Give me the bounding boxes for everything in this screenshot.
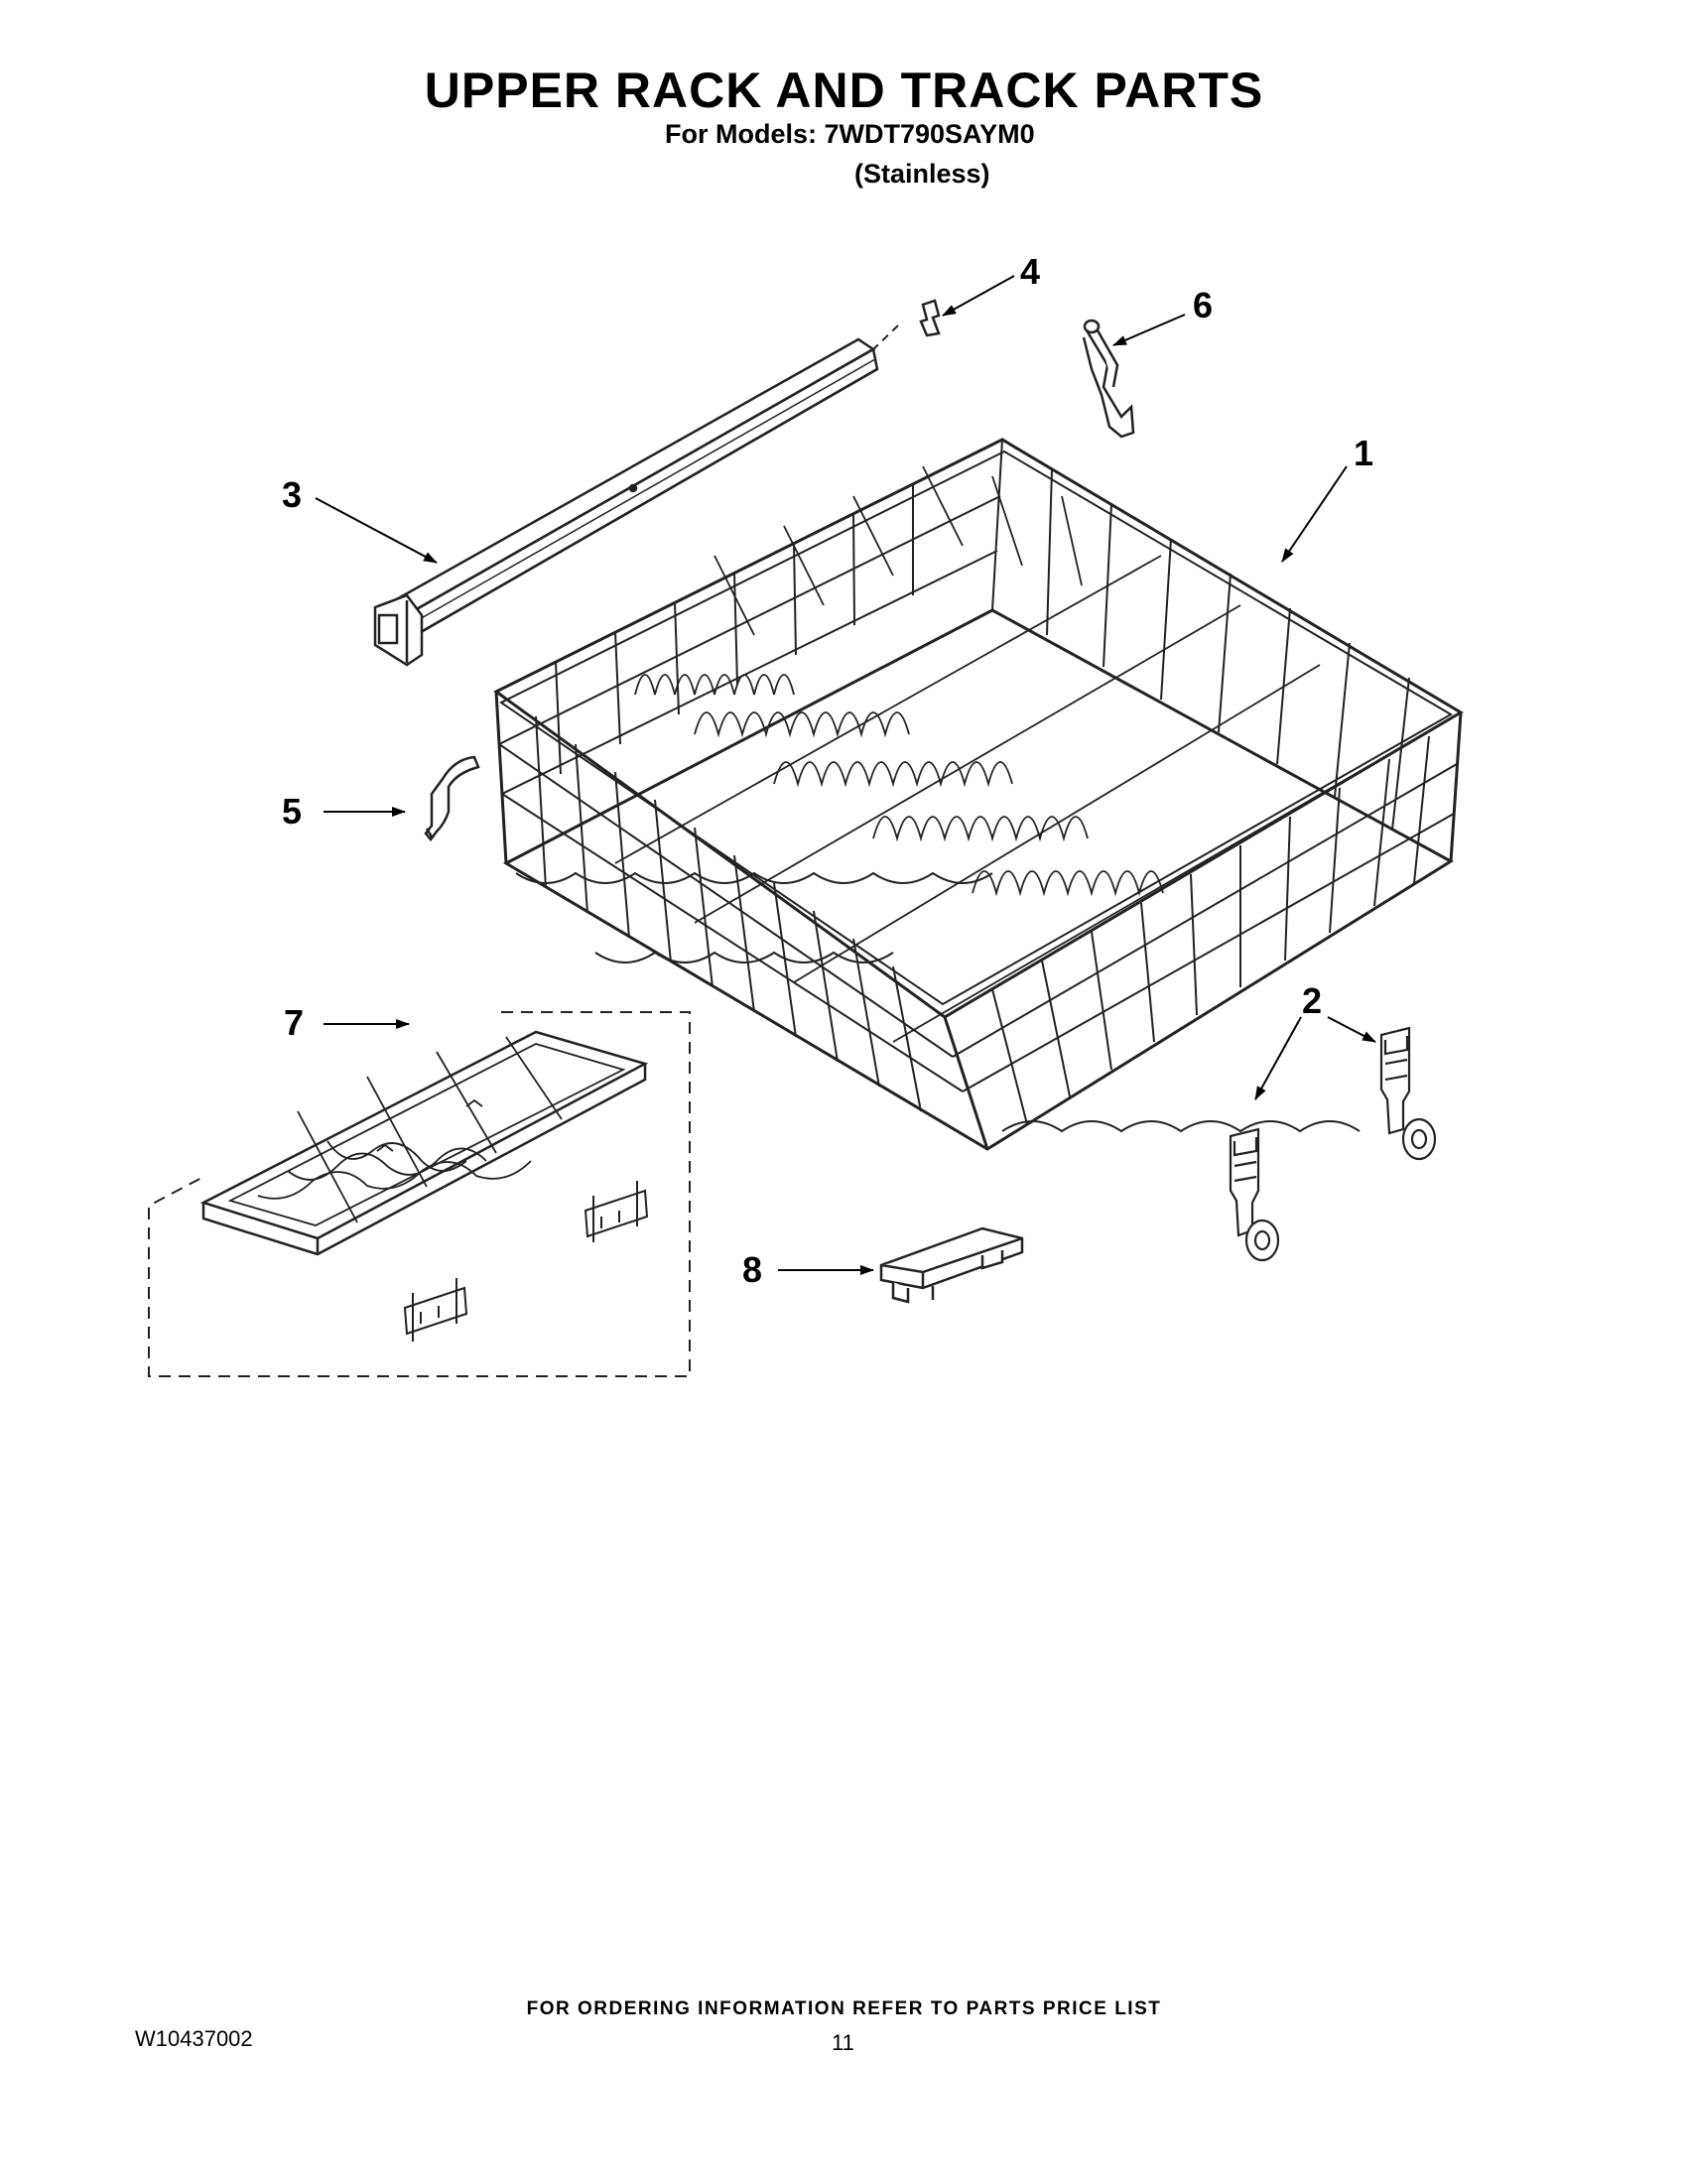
callout-arrows xyxy=(315,275,1376,1275)
tine-insert xyxy=(199,1030,649,1256)
tine-kit-group xyxy=(148,1011,691,1377)
callout-6: 6 xyxy=(1193,285,1213,325)
callout-5: 5 xyxy=(282,791,302,832)
model-number: For Models: 7WDT790SAYM0 xyxy=(665,119,1035,149)
page-number: 11 xyxy=(832,2030,854,2055)
page-title: UPPER RACK AND TRACK PARTS xyxy=(424,63,1264,118)
ordering-note: FOR ORDERING INFORMATION REFER TO PARTS … xyxy=(526,1998,1162,2019)
model-variant: (Stainless) xyxy=(854,159,990,189)
callout-2: 2 xyxy=(1302,980,1322,1021)
wheel-assembly-right xyxy=(1379,1026,1437,1161)
track-rail xyxy=(373,337,879,667)
callout-8: 8 xyxy=(742,1249,762,1290)
stop-clip xyxy=(872,299,941,350)
document-number: W10437002 xyxy=(135,2026,253,2051)
tine-clip-b xyxy=(403,1278,468,1342)
callout-1: 1 xyxy=(1354,433,1373,473)
upper-rack xyxy=(493,438,1464,1151)
tine-clip-a xyxy=(584,1181,649,1242)
rack-stop xyxy=(879,1226,1024,1304)
callout-3: 3 xyxy=(282,474,302,515)
callout-7: 7 xyxy=(284,1002,304,1043)
adjuster-clip xyxy=(1082,319,1135,439)
callout-4: 4 xyxy=(1020,251,1040,292)
wheel-assembly-left xyxy=(1229,1127,1280,1262)
rack-bumper xyxy=(424,755,480,842)
